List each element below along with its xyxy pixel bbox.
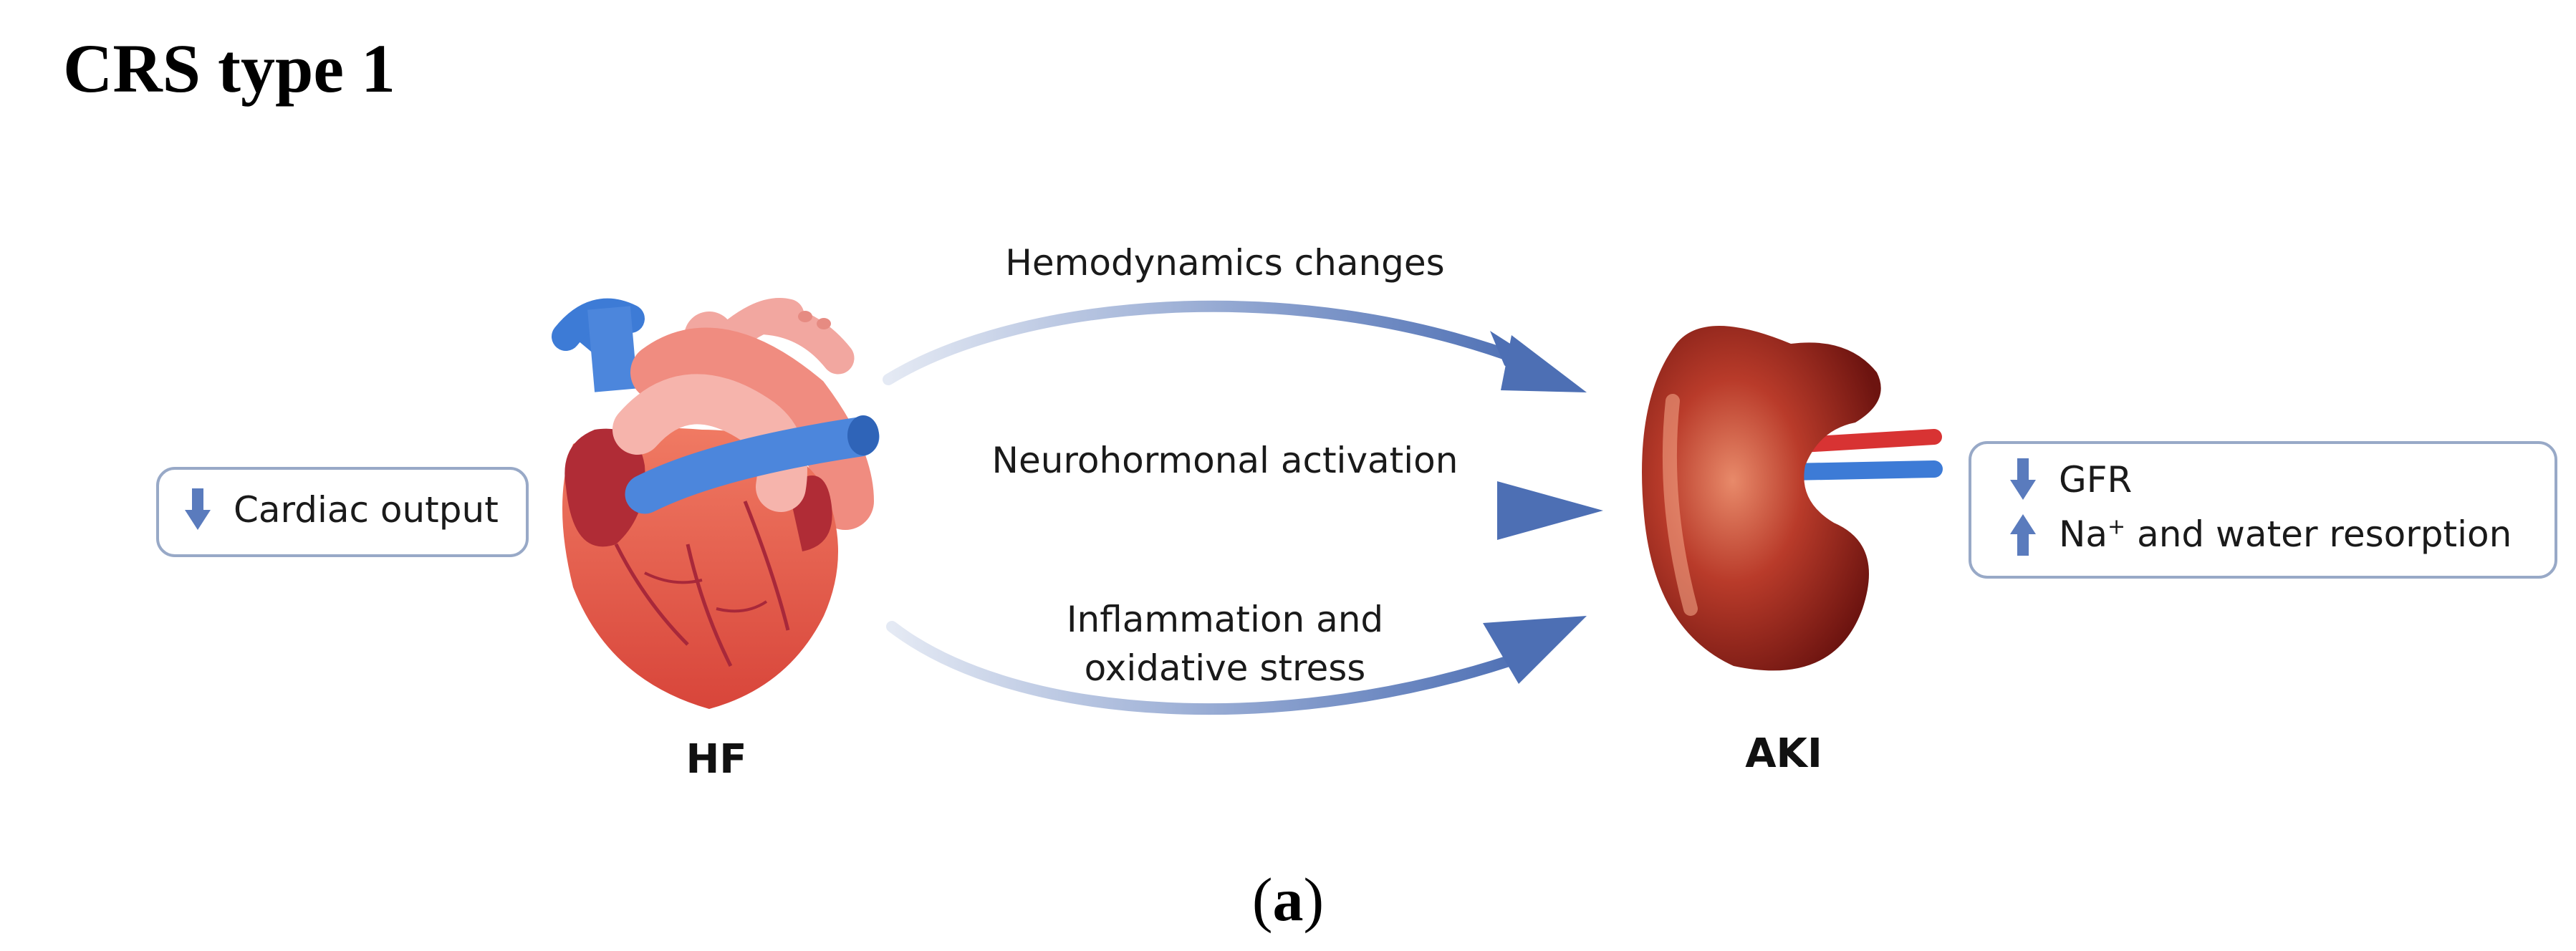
label-hemodynamics: Hemodynamics changes (1005, 242, 1445, 284)
arrow-inflammation (886, 616, 1587, 715)
na-resorption-text: Na+ and water resorption (2059, 513, 2512, 555)
cardiac-output-text: Cardiac output (234, 489, 499, 531)
down-arrow-icon (185, 488, 211, 530)
down-arrow-icon (2010, 458, 2036, 500)
figure-title: CRS type 1 (63, 30, 396, 107)
up-arrow-icon (2010, 514, 2036, 556)
heart-illustration (552, 298, 880, 709)
kidney-label: AKI (1745, 730, 1822, 777)
figure-caption: (a) (1251, 865, 1325, 934)
kidney-illustration (1642, 326, 1943, 671)
heart-label: HF (686, 736, 747, 783)
gfr-text: GFR (2059, 459, 2133, 501)
kidney-effects-box: GFR Na+ and water resorption (1969, 441, 2557, 579)
label-neurohormonal: Neurohormonal activation (991, 440, 1458, 481)
arrow-hemodynamics (883, 300, 1587, 392)
arrow-neurohormonal (892, 481, 1603, 540)
cardiac-output-box: Cardiac output (156, 467, 529, 557)
label-inflammation-line2: oxidative stress (1084, 647, 1366, 689)
label-inflammation-line1: Inflammation and (1066, 599, 1384, 640)
